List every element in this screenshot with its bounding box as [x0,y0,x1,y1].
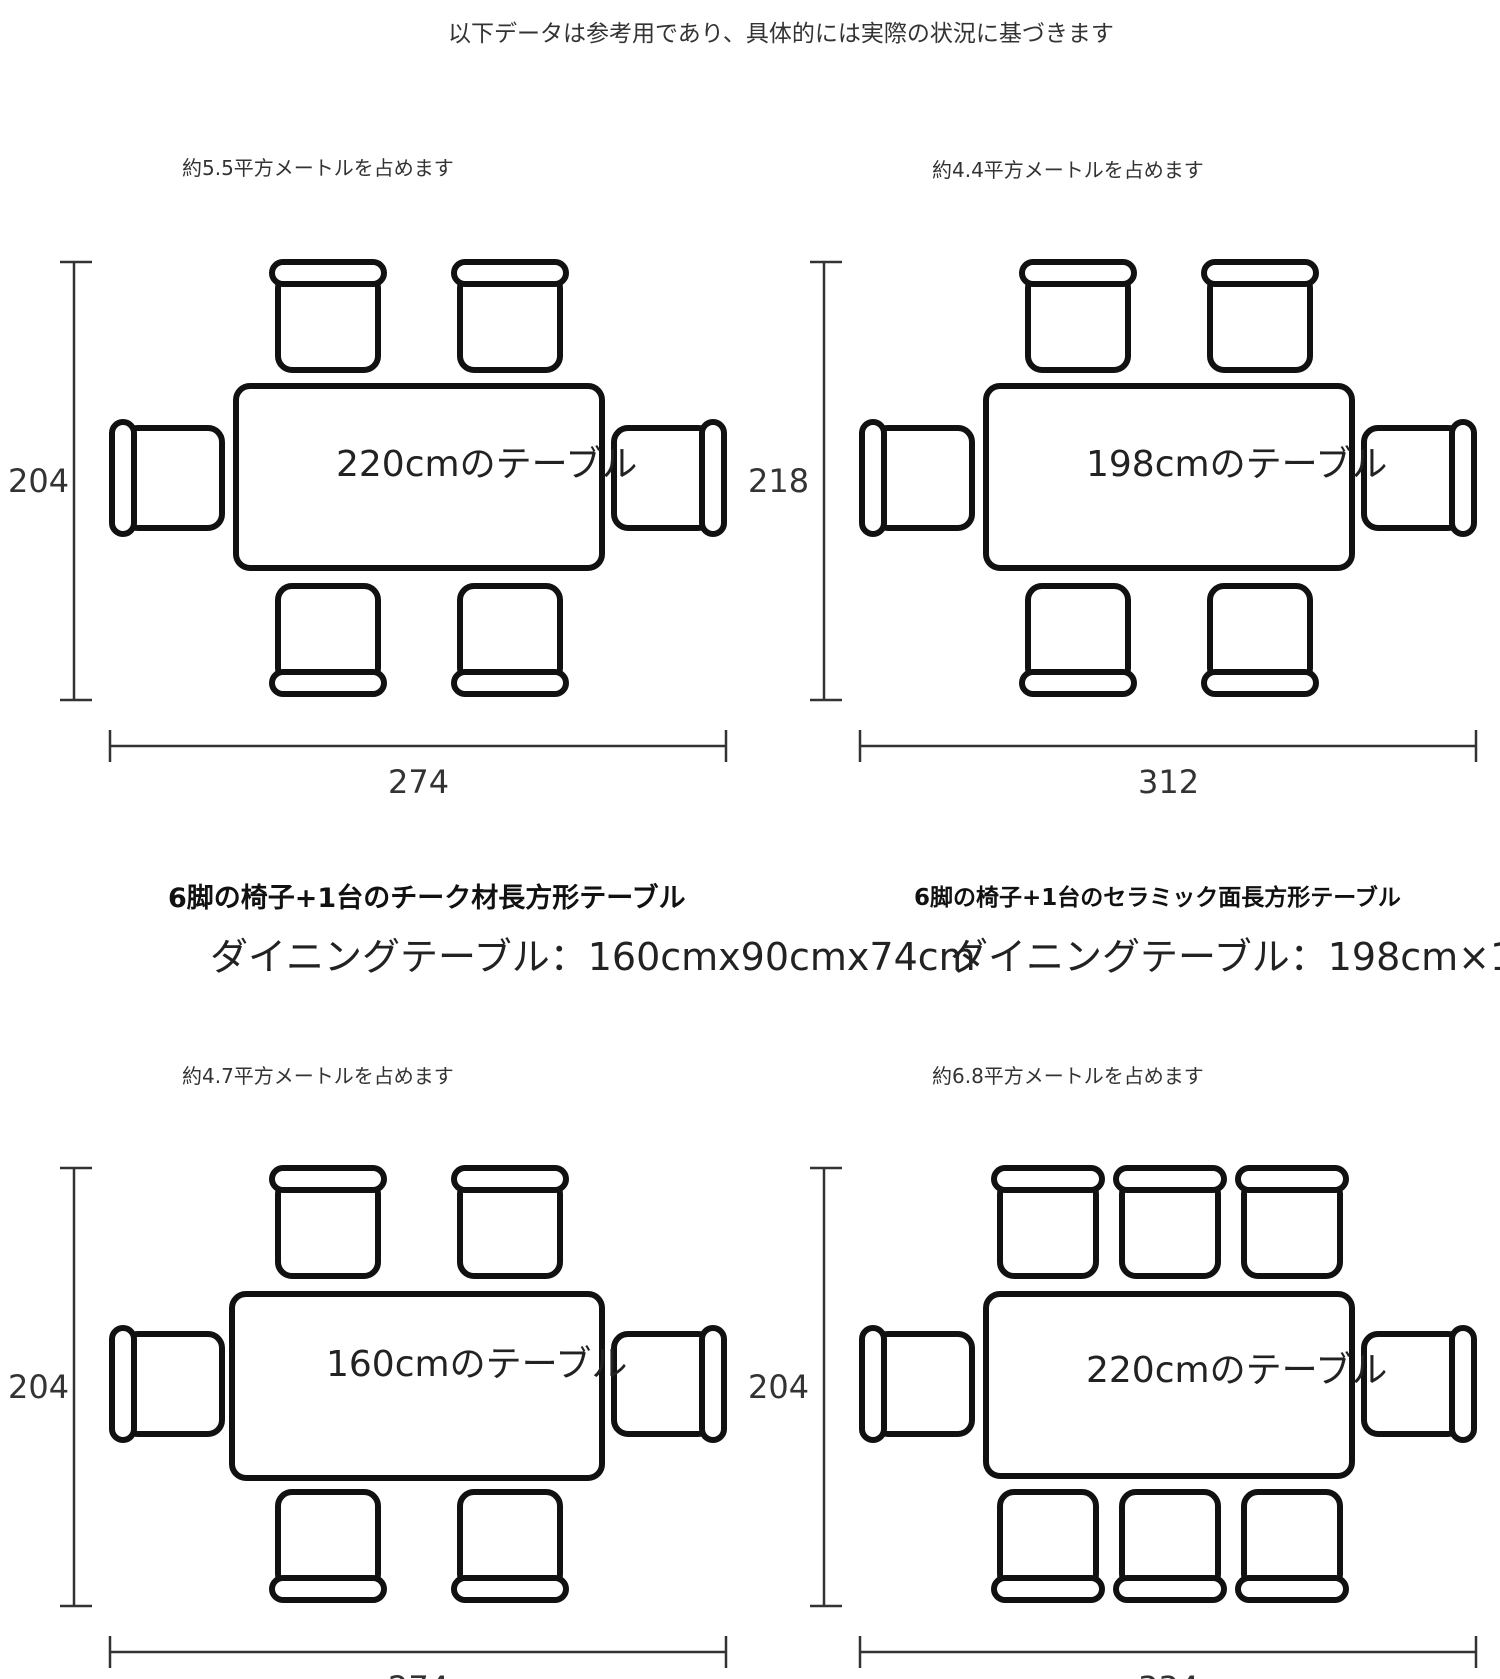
chair-left [109,1325,225,1443]
chair-right [611,1325,727,1443]
chair-right [611,419,727,537]
table-size-label: 220cmのテーブル [1086,1350,1387,1391]
height-dimension-line [60,1166,92,1608]
dining-table [233,383,605,571]
height-label: 204 [8,1368,69,1406]
width-label: 334 [1138,1669,1199,1679]
chair-bottom-1 [269,583,387,697]
width-dimension-line [108,1636,728,1668]
layout-2: 218 312 198 [748,259,1478,801]
height-dimension-line [60,260,92,702]
width-label: 312 [1138,763,1199,801]
height-label: 218 [748,462,809,500]
chair-left [109,419,225,537]
dining-table [229,1291,605,1481]
width-dimension-line [858,1636,1478,1668]
chair-bottom-1 [269,1489,387,1603]
dining-table [983,1291,1355,1479]
chair-bottom-1 [1019,583,1137,697]
caption-left: 6脚の椅子+1台のチーク材長方形テーブル [168,883,686,914]
table-size-label: 198cmのテーブル [1086,444,1387,485]
chair-bottom-2 [1201,583,1319,697]
table-size-label: 160cmのテーブル [326,1344,627,1385]
size-right: ダイニングテーブル：198cm×10 [950,935,1500,979]
chair-bottom-3 [1235,1489,1349,1603]
chair-top-1 [1019,259,1137,373]
chair-top-1 [269,259,387,373]
area-label-4: 約6.8平方メートルを占めます [932,1064,1204,1088]
area-label-2: 約4.4平方メートルを占めます [932,158,1204,182]
caption-right: 6脚の椅子+1台のセラミック面長方形テーブル [914,885,1401,911]
height-label: 204 [748,1368,809,1406]
area-label-1: 約5.5平方メートルを占めます [182,156,454,180]
dining-table [983,383,1355,571]
chair-top-2 [1113,1165,1227,1279]
height-label: 204 [8,462,69,500]
layout-4: 204 334 [748,1165,1478,1679]
height-dimension-line [810,260,842,702]
chair-bottom-2 [451,583,569,697]
chair-bottom-2 [1113,1489,1227,1603]
width-label: 274 [388,1669,449,1679]
chair-bottom-1 [991,1489,1105,1603]
chair-right [1361,419,1477,537]
chair-top-3 [1235,1165,1349,1279]
chair-top-2 [451,259,569,373]
chair-right [1361,1325,1477,1443]
width-dimension-line [108,730,728,762]
layout-3: 204 274 160 [8,1165,728,1679]
reference-note: 以下データは参考用であり、具体的には実際の状況に基づきます [448,21,1114,47]
table-size-label: 220cmのテーブル [336,444,637,485]
height-dimension-line [810,1166,842,1608]
area-label-3: 約4.7平方メートルを占めます [182,1064,454,1088]
layout-1: 204 274 220 [8,259,728,801]
chair-top-1 [991,1165,1105,1279]
chair-bottom-2 [451,1489,569,1603]
chair-left [859,419,975,537]
chair-top-2 [451,1165,569,1279]
width-label: 274 [388,763,449,801]
size-left: ダイニングテーブル：160cmx90cmx74cm [210,935,976,979]
chair-top-1 [269,1165,387,1279]
chair-top-2 [1201,259,1319,373]
chair-left [859,1325,975,1443]
width-dimension-line [858,730,1478,762]
